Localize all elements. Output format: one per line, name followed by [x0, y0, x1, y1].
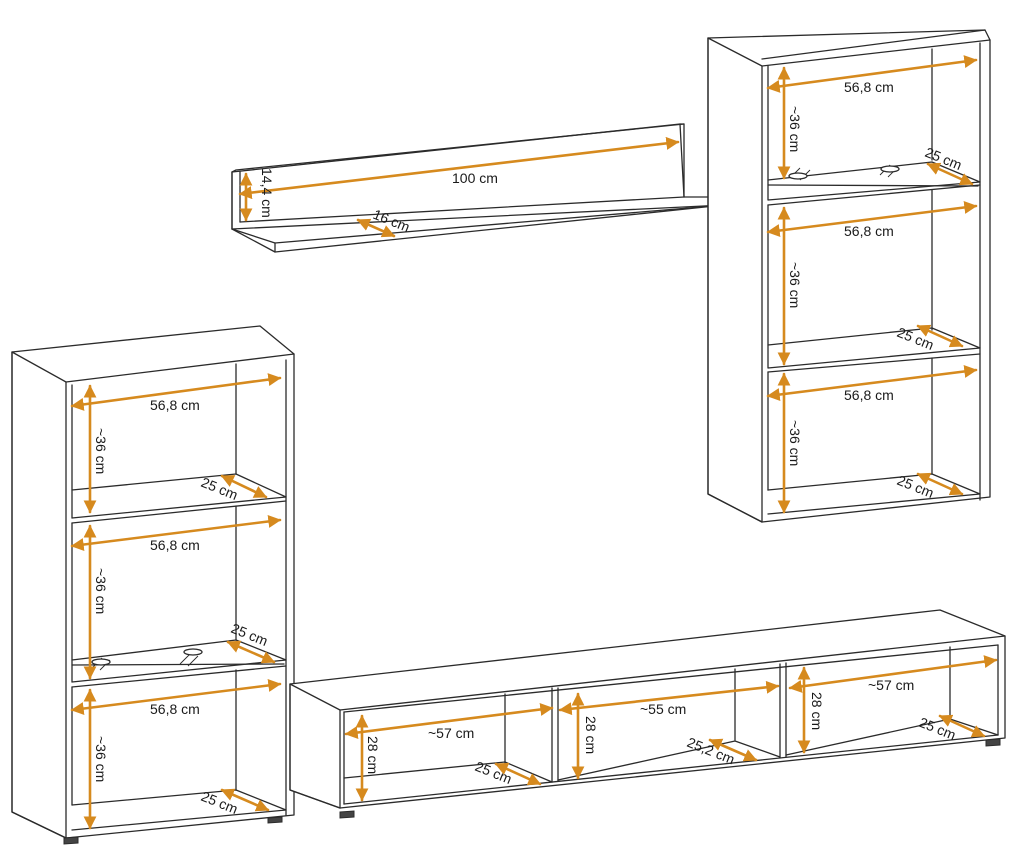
tv-right-depth-arrow	[938, 714, 986, 738]
tv-middle-width-label: ~55 cm	[640, 701, 686, 717]
rc-depth-arrow-1	[926, 162, 974, 186]
rc-height-label-3: ~36 cm	[787, 420, 803, 466]
lc-height-label-1: ~36 cm	[93, 428, 109, 474]
shelf-width-arrow	[238, 136, 680, 200]
rc-height-label-2: ~36 cm	[787, 262, 803, 308]
lc-depth-arrow-2	[226, 640, 276, 664]
rc-depth-arrow-2	[916, 324, 964, 348]
lc-depth-arrow-3	[220, 788, 270, 812]
tv-left-width-label: ~57 cm	[428, 725, 474, 741]
tv-right-width-label: ~57 cm	[868, 677, 914, 693]
rc-width-label-1: 56,8 cm	[844, 79, 894, 95]
tv-right-height-label: 28 cm	[809, 692, 825, 730]
lc-height-label-3: ~36 cm	[93, 736, 109, 782]
tv-right-width-arrow	[788, 655, 998, 693]
lc-width-arrow-1	[70, 373, 282, 411]
tv-middle-width-arrow	[558, 680, 780, 716]
lc-width-label-1: 56,8 cm	[150, 397, 200, 413]
tv-middle-height-label: 28 cm	[583, 716, 599, 754]
rc-width-arrow-3	[766, 365, 978, 401]
lc-height-label-2: ~36 cm	[93, 568, 109, 614]
shelf-height-label: 14,4 cm	[259, 168, 275, 218]
wall-shelf	[231, 123, 725, 253]
rc-depth-arrow-3	[916, 472, 964, 496]
lc-width-label-2: 56,8 cm	[150, 537, 200, 553]
rc-width-arrow-1	[766, 55, 978, 93]
shelf-width-label: 100 cm	[452, 170, 498, 186]
lc-depth-arrow-1	[220, 474, 268, 499]
right-wall-cabinet	[707, 29, 991, 523]
rc-width-arrow-2	[766, 201, 978, 237]
lc-width-label-3: 56,8 cm	[150, 701, 200, 717]
dimension-arrows	[70, 55, 998, 830]
rc-width-label-3: 56,8 cm	[844, 387, 894, 403]
tv-left-width-arrow	[344, 703, 554, 739]
tv-middle-depth-arrow	[708, 738, 758, 762]
shelf-depth-arrow	[356, 218, 396, 238]
tv-left-height-label: 28 cm	[365, 736, 381, 774]
rc-width-label-2: 56,8 cm	[844, 223, 894, 239]
lc-width-arrow-3	[70, 679, 282, 715]
lc-width-arrow-2	[70, 515, 282, 551]
rc-height-label-1: ~36 cm	[787, 106, 803, 152]
tv-left-depth-arrow	[494, 762, 542, 786]
